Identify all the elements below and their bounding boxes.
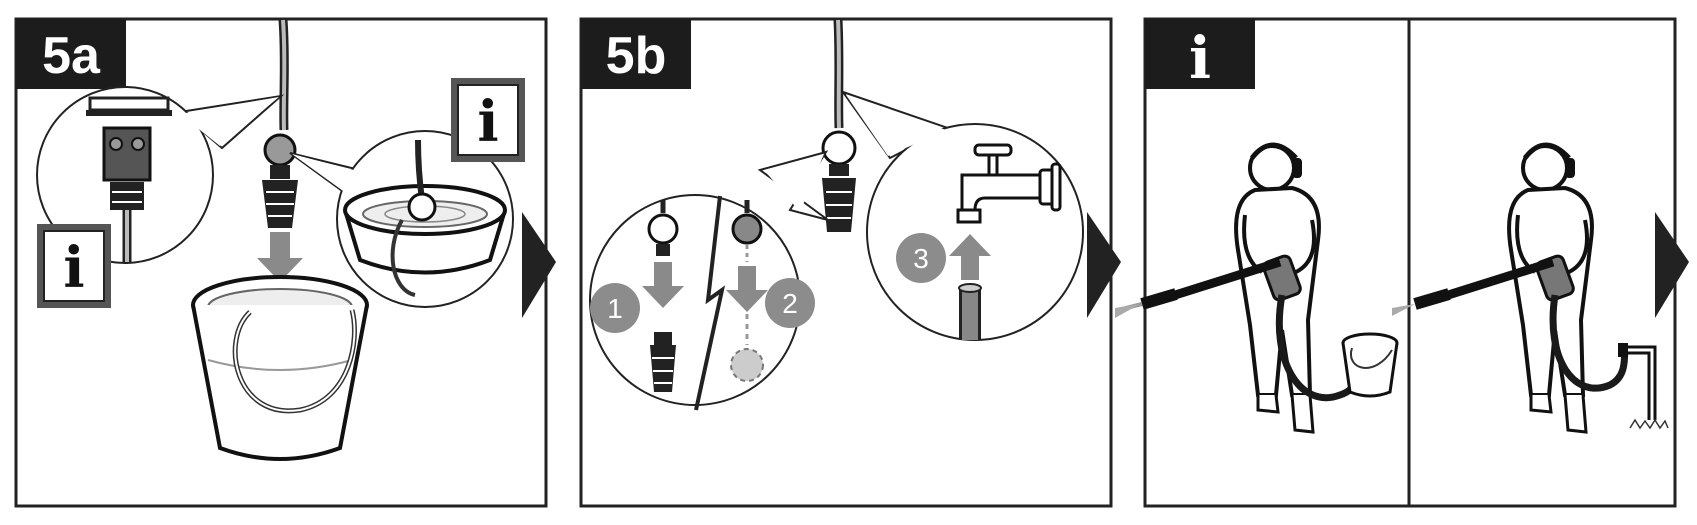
svg-text:i: i [63, 235, 84, 301]
tap-connection-callout [840, 90, 1084, 341]
next-arrow-icon [1087, 212, 1121, 318]
operator-with-spray-gun-icon [1115, 142, 1359, 434]
hose-connector-icon [263, 133, 297, 167]
svg-text:i: i [477, 89, 498, 155]
svg-text:1: 1 [607, 293, 623, 324]
info-icon: i [37, 224, 111, 308]
panel-info-tag: i [1189, 24, 1211, 92]
filter-nozzle-icon [822, 164, 856, 232]
next-arrow-icon [522, 212, 556, 318]
step-3-badge: 3 [896, 233, 946, 283]
panel-info-tag-bg [1145, 19, 1255, 89]
panel-5b-tag-bg [581, 19, 691, 89]
bucket-icon [191, 275, 369, 461]
connector-detail-callout [36, 86, 285, 264]
insert-arrow-icon [257, 232, 303, 282]
panel-5a: 5a [14, 17, 556, 508]
tap-icon [956, 143, 1062, 224]
panel-info: i [1115, 17, 1689, 508]
panel-5a-tag: 5a [42, 27, 101, 85]
bucket-detail-callout [289, 130, 514, 308]
filter-nozzle-icon [262, 165, 298, 228]
panel-5a-tag-bg [16, 19, 126, 89]
bucket-icon [1341, 332, 1399, 398]
svg-text:2: 2 [782, 288, 798, 319]
operator-with-spray-gun-icon [1392, 142, 1630, 434]
step-1-badge: 1 [590, 283, 640, 333]
step-2-badge: 2 [765, 278, 815, 328]
next-arrow-icon [1655, 212, 1689, 318]
panel-5b-tag: 5b [606, 27, 667, 85]
panel-5b: 5b [579, 17, 1121, 508]
svg-text:3: 3 [913, 243, 929, 274]
info-icon: i [451, 78, 525, 162]
water-pipe-icon [1618, 343, 1669, 430]
